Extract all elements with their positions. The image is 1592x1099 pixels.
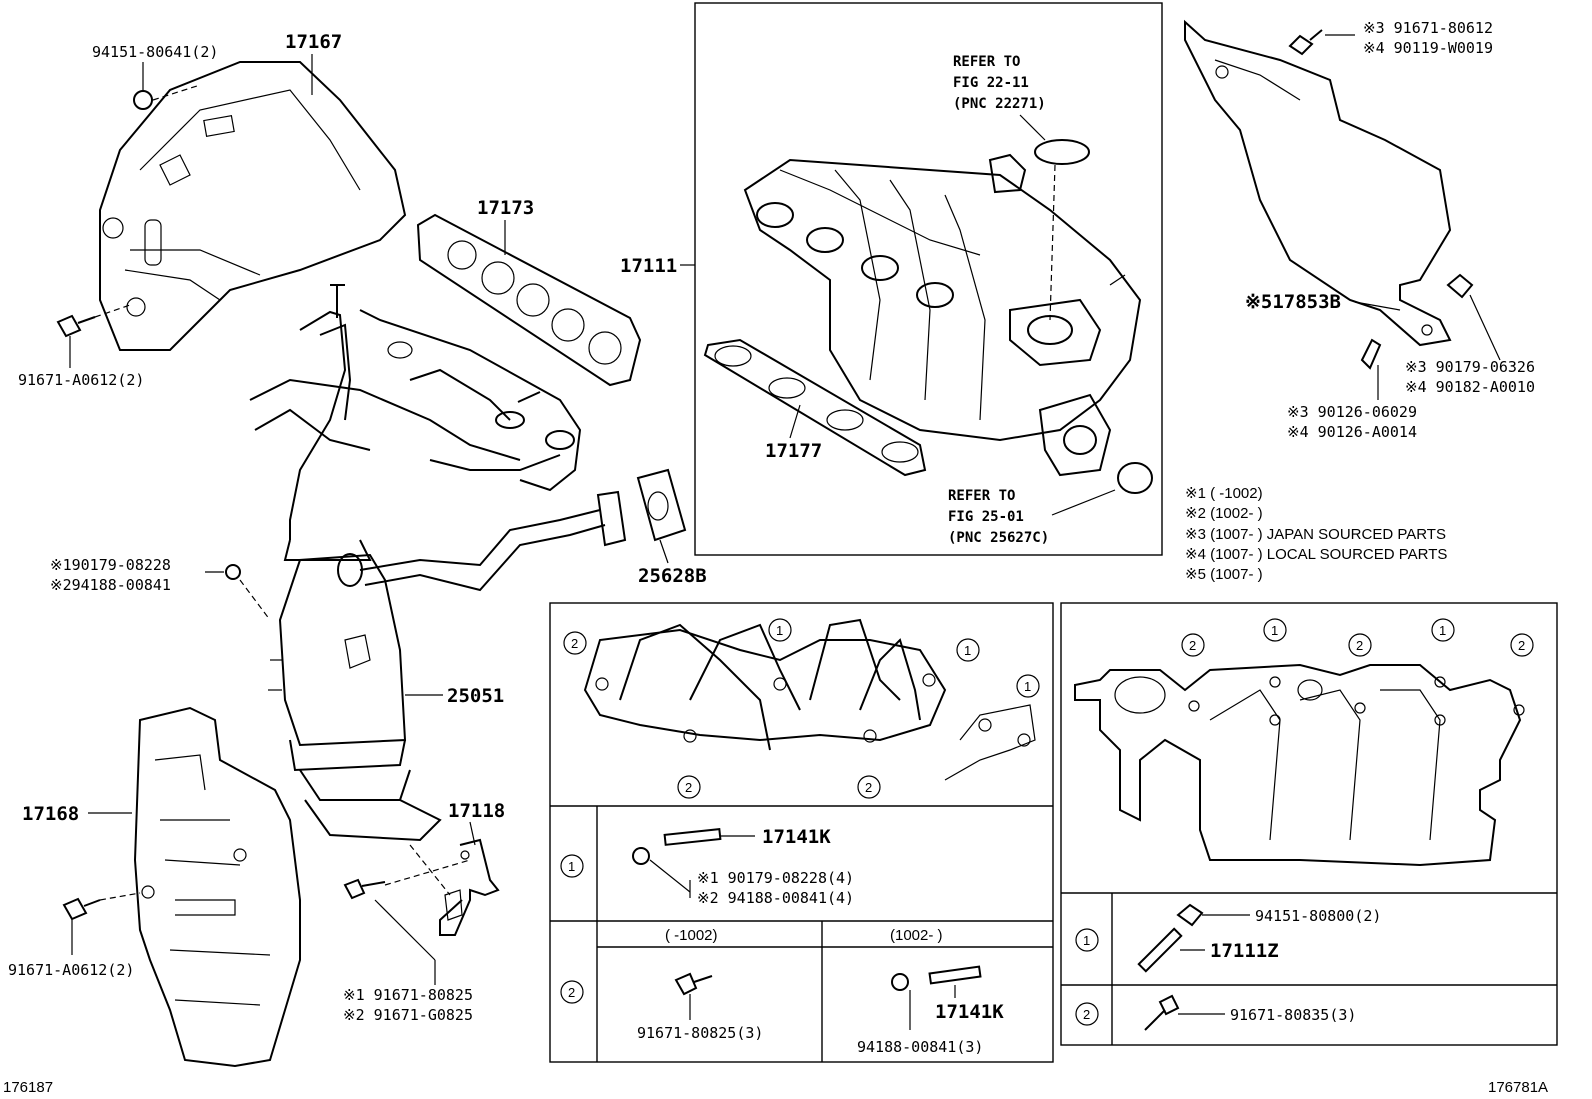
label-17141K-row2: 17141K: [935, 1001, 1004, 1023]
intake-manifold: [743, 153, 1142, 477]
stud-90126-06029: [1360, 338, 1382, 400]
label-17111Z: 17111Z: [1210, 940, 1279, 962]
bolt-91671-80612: [1288, 29, 1355, 56]
svg-text:2: 2: [1518, 638, 1525, 653]
label-17173: 17173: [477, 197, 534, 219]
label-90126-A0014: ※4 90126-A0014: [1287, 423, 1417, 441]
svg-text:2: 2: [685, 780, 692, 795]
o-ring-22271: [1034, 139, 1090, 165]
label-17118: 17118: [448, 800, 505, 822]
label-17111: 17111: [620, 255, 677, 277]
label-17141K-row1: 17141K: [762, 826, 831, 848]
heat-insulator-lower: [133, 706, 301, 1068]
svg-text:1: 1: [1271, 623, 1278, 638]
svg-text:1: 1: [1439, 623, 1446, 638]
intake-row1-circle: 1: [1083, 933, 1090, 948]
refer-fig-22-11-line1: REFER TO: [953, 54, 1020, 70]
heat-insulator-17853B: [1184, 19, 1452, 347]
range-a: ( -1002): [665, 927, 718, 944]
bolt-91671-80825: [343, 878, 436, 985]
refer-fig-22-11-line3: (PNC 22271): [953, 96, 1046, 112]
stud-17141K-row1: [663, 828, 755, 846]
svg-text:2: 2: [865, 780, 872, 795]
intake-row1-fasteners: [1137, 903, 1250, 973]
intake-manifold-frame: [694, 2, 1163, 556]
label-90182-A0010: ※4 90182-A0010: [1405, 378, 1535, 396]
label-91671-80835: 91671-80835(3): [1230, 1006, 1356, 1024]
label-94188-00841-row1: ※2 94188-00841(4): [697, 889, 854, 907]
label-94151-80641: 94151-80641(2): [92, 43, 218, 61]
svg-text:1: 1: [776, 623, 783, 638]
label-25051: 25051: [447, 685, 504, 707]
bolt-91671-80835: [1144, 994, 1225, 1031]
svg-text:2: 2: [1189, 638, 1196, 653]
intake-detail-table: [1060, 602, 1558, 1046]
note-4: ※4 (1007- ) LOCAL SOURCED PARTS: [1185, 546, 1447, 563]
svg-text:1: 1: [964, 643, 971, 658]
note-3: ※3 (1007- ) JAPAN SOURCED PARTS: [1185, 526, 1446, 543]
label-91671-A0612-lower: 91671-A0612(2): [8, 961, 134, 979]
gasket-17177: [703, 338, 927, 477]
intake-row2-circle: 2: [1083, 1007, 1090, 1022]
nut-row1: [632, 847, 691, 898]
exhaust-detail-table: [549, 602, 1054, 1063]
bolt-row2: [674, 972, 713, 1020]
note-1: ※1 ( -1002): [1185, 485, 1263, 502]
label-90179-08228-row1: ※1 90179-08228(4): [697, 869, 854, 887]
label-91671-80825: ※1 91671-80825: [343, 986, 473, 1004]
heat-insulator-upper: [99, 61, 407, 351]
intake-position-callouts: 2 1 2 1 2: [1181, 618, 1534, 657]
bracket-17118: [384, 838, 500, 936]
bolt-91671-A0612-lower: [62, 892, 141, 955]
exhaust-position-callouts: 2 1 1 1 2 2: [563, 618, 1040, 799]
bolt-91671-A0612-upper: [56, 304, 131, 368]
label-17167: 17167: [285, 31, 342, 53]
nut-94151-80641: [133, 62, 201, 110]
note-2: ※2 (1002- ): [1185, 505, 1263, 522]
catalytic-converter: [268, 553, 442, 842]
range-b: (1002- ): [890, 927, 943, 944]
nut-90179-06326: [1446, 273, 1501, 361]
svg-text:2: 2: [571, 636, 578, 651]
refer-fig-25-01-line2: FIG 25-01: [948, 509, 1024, 525]
nut-row2: [891, 965, 982, 1030]
label-90179-06326: ※3 90179-06326: [1405, 358, 1535, 376]
note-5: ※5 (1007- ): [1185, 566, 1263, 583]
gasket-17173: [416, 213, 642, 387]
exhaust-row1-circle: 1: [568, 859, 575, 874]
label-94151-80800: 94151-80800(2): [1255, 907, 1381, 925]
label-91671-A0612-upper: 91671-A0612(2): [18, 371, 144, 389]
label-90119-W0019: ※4 90119-W0019: [1363, 39, 1493, 57]
exhaust-manifold: [249, 284, 687, 592]
label-25628B: 25628B: [638, 565, 707, 587]
label-17853B: ※517853B: [1245, 291, 1341, 313]
label-90126-06029: ※3 90126-06029: [1287, 403, 1417, 421]
exhaust-row2-circle: 2: [568, 985, 575, 1000]
footer-left-id: 176187: [3, 1079, 53, 1096]
label-91671-80612: ※3 91671-80612: [1363, 19, 1493, 37]
label-17168: 17168: [22, 803, 79, 825]
label-94188-00841-row2: 94188-00841(3): [857, 1038, 983, 1056]
label-94188-00841: ※294188-00841: [50, 576, 171, 594]
refer-fig-25-01-line1: REFER TO: [948, 488, 1015, 504]
label-91671-80825-row2: 91671-80825(3): [637, 1024, 763, 1042]
refer-fig-22-11-line2: FIG 22-11: [953, 75, 1029, 91]
refer-fig-25-01-line3: (PNC 25627C): [948, 530, 1049, 546]
svg-text:1: 1: [1024, 679, 1031, 694]
label-17177: 17177: [765, 440, 822, 462]
label-90179-08228: ※190179-08228: [50, 556, 171, 574]
nut-90179-08228: [205, 564, 271, 621]
svg-text:2: 2: [1356, 638, 1363, 653]
footer-right-id: 176781A: [1488, 1079, 1548, 1096]
label-91671-G0825: ※2 91671-G0825: [343, 1006, 473, 1024]
o-ring-25627C: [1117, 462, 1153, 494]
